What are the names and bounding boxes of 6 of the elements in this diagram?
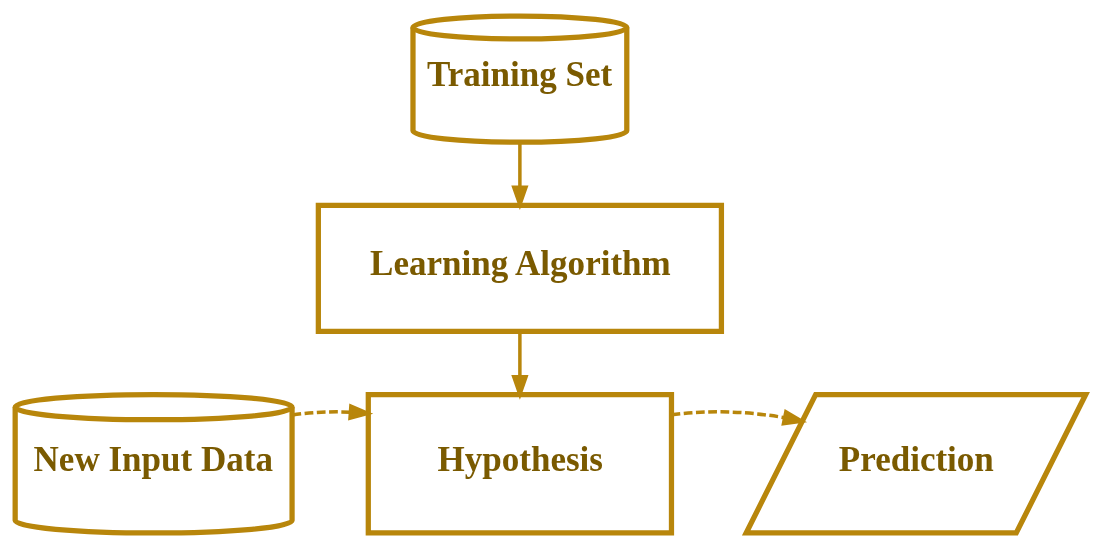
arrow xyxy=(511,331,529,400)
arrow xyxy=(671,408,808,426)
node-box: Learning Algorithm xyxy=(315,202,725,334)
arrow xyxy=(292,402,374,421)
node-box: Hypothesis xyxy=(365,391,675,536)
arrow xyxy=(511,141,529,210)
